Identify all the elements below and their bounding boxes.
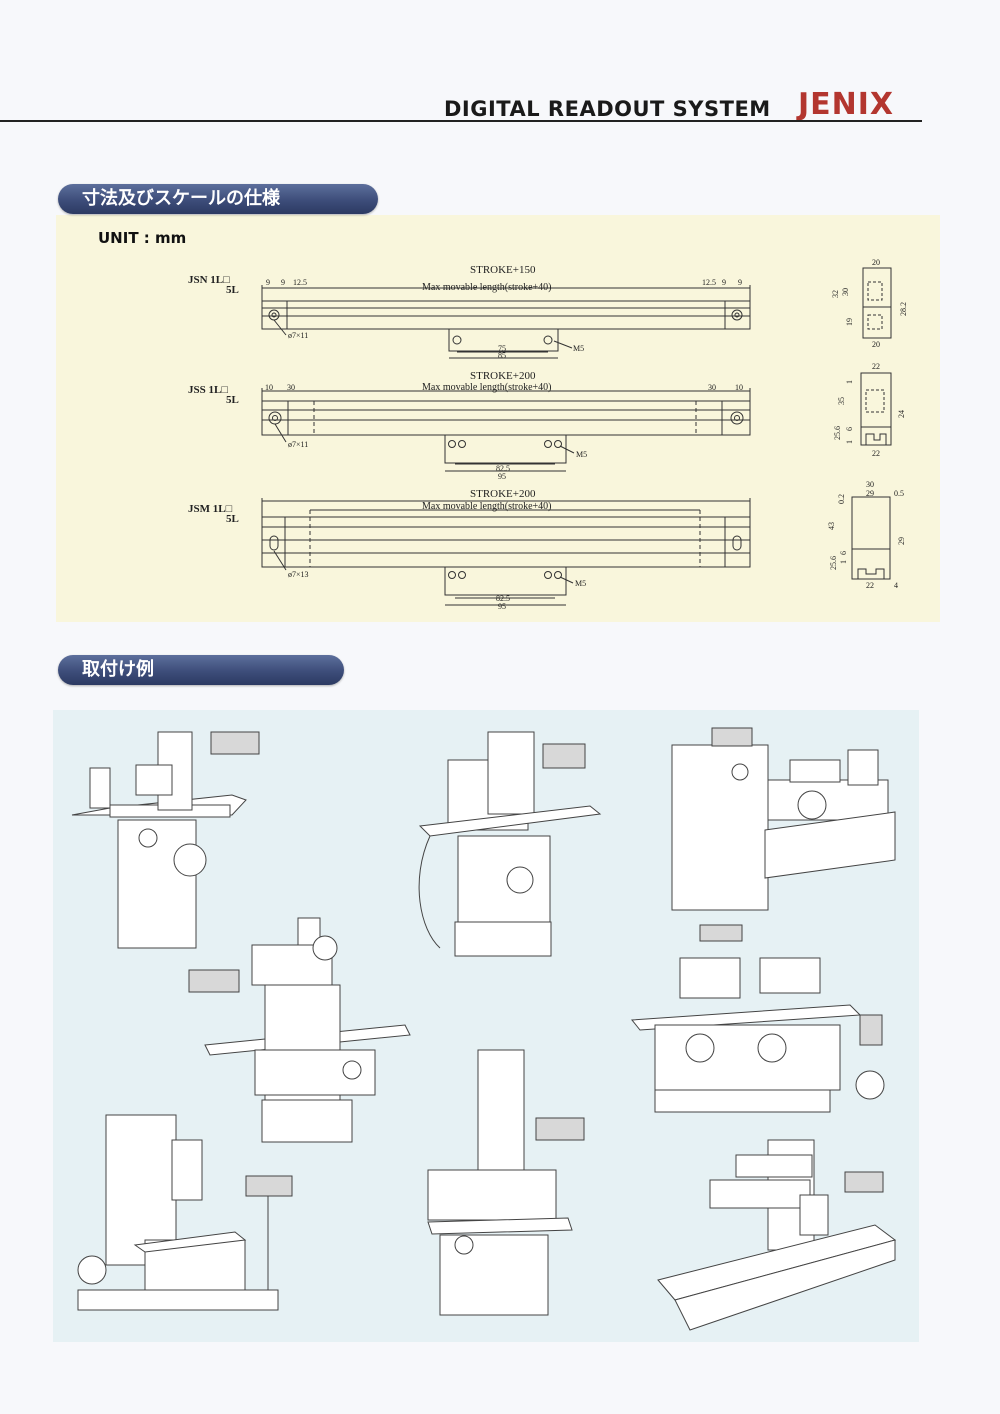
section-dim-width-outer: 30: [866, 480, 874, 489]
machine-planer-mill: [657, 1139, 897, 1331]
reader-inner-dim: 82.5: [496, 464, 510, 473]
model-label: JSN 1L□: [188, 274, 230, 286]
hole-label: ø7×13: [288, 570, 309, 579]
spec-panel: [56, 215, 940, 622]
left-dim-1: 9: [266, 278, 270, 287]
model-sub-label: 5L: [226, 394, 239, 406]
section-dim-7: 6: [839, 551, 848, 555]
reader-outer-dim: 95: [498, 602, 506, 611]
section-dim-3: 24: [897, 410, 906, 418]
section-dim-4: 28.2: [899, 302, 908, 316]
reader-inner-dim: 75: [498, 344, 506, 353]
scale-jsm: JSM 1L□ 5L STROKE+200 Max movable length…: [188, 480, 906, 611]
section-dim-4: 25.6: [833, 426, 842, 440]
section-dim-width-bottom: 20: [872, 340, 880, 349]
section-dim-2: 0.5: [894, 489, 904, 498]
section-dim-width-inner: 29: [866, 489, 874, 498]
section-heading-install: 取付け例: [58, 655, 344, 685]
right-dim-2: 10: [735, 383, 743, 392]
max-length-label: Max movable length(stroke+40): [422, 282, 552, 293]
left-dim-1: 10: [265, 383, 273, 392]
max-length-label: Max movable length(stroke+40): [422, 382, 552, 393]
hole-label: ø7×11: [288, 440, 308, 449]
section-dim-8: 1: [839, 560, 848, 564]
unit-label: UNIT : mm: [98, 229, 187, 247]
section-dim-width-bottom: 22: [872, 449, 880, 458]
model-sub-label: 5L: [226, 284, 239, 296]
reader-outer-dim: 85: [498, 351, 506, 360]
left-dim-3: 12.5: [293, 278, 307, 287]
stroke-label: STROKE+150: [470, 264, 536, 276]
section-dim-2: 30: [841, 288, 850, 296]
scale-jsn: JSN 1L□ 5L STROKE+150 Max movable length…: [188, 258, 908, 360]
stroke-label: STROKE+200: [470, 488, 536, 500]
reader-inner-dim: 82.5: [496, 594, 510, 603]
left-dim-2: 30: [287, 383, 295, 392]
section-dim-1: 1: [845, 380, 854, 384]
machine-lathe: [671, 727, 896, 911]
model-label: JSS 1L□: [188, 384, 228, 396]
section-dim-10: 4: [894, 581, 898, 590]
document-title: DIGITAL READOUT SYSTEM: [444, 97, 771, 121]
right-dim-2: 9: [722, 278, 726, 287]
machine-boring: [77, 1114, 293, 1311]
section-dim-3: 19: [845, 318, 854, 326]
hole-label: ø7×11: [288, 331, 308, 340]
model-label: JSM 1L□: [188, 503, 233, 515]
section-dim-6: 25.6: [829, 556, 838, 570]
model-sub-label: 5L: [226, 513, 239, 525]
scale-drawings: JSN 1L□ 5L STROKE+150 Max movable length…: [188, 258, 908, 611]
section-dim-width-top: 22: [872, 362, 880, 371]
machine-cylindrical-grinder: [631, 924, 885, 1113]
section-dim-width-bottom: 22: [866, 581, 874, 590]
section-dim-5: 6: [845, 427, 854, 431]
screw-label: M5: [575, 579, 586, 588]
section-heading-specs: 寸法及びスケールの仕様: [58, 184, 378, 214]
machine-illustrations: [71, 727, 897, 1331]
machine-turret-mill: [188, 917, 411, 1143]
left-dim-2: 9: [281, 278, 285, 287]
max-length-label: Max movable length(stroke+40): [422, 501, 552, 512]
brand-logo: JENIX: [798, 87, 895, 122]
machine-surface-grinder: [71, 731, 260, 949]
scale-jss: JSS 1L□ 5L STROKE+200 Max movable length…: [188, 362, 906, 481]
section-dim-height: 43: [827, 522, 836, 530]
section-dim-height: 32: [831, 290, 840, 298]
screw-label: M5: [573, 344, 584, 353]
machine-vertical-mill-a: [418, 731, 602, 957]
section-dim-3: 0.2: [837, 494, 846, 504]
section-dim-height: 35: [837, 397, 846, 405]
reader-outer-dim: 95: [498, 472, 506, 481]
section-dim-5: 29: [897, 537, 906, 545]
section-dim-width-top: 20: [872, 258, 880, 267]
right-dim-1: 30: [708, 383, 716, 392]
section-dim-6: 1: [845, 440, 854, 444]
header-rule: [0, 120, 922, 122]
screw-label: M5: [576, 450, 587, 459]
machine-edm: [427, 1049, 585, 1316]
right-dim-1: 12.5: [702, 278, 716, 287]
stroke-label: STROKE+200: [470, 370, 536, 382]
right-dim-3: 9: [738, 278, 742, 287]
